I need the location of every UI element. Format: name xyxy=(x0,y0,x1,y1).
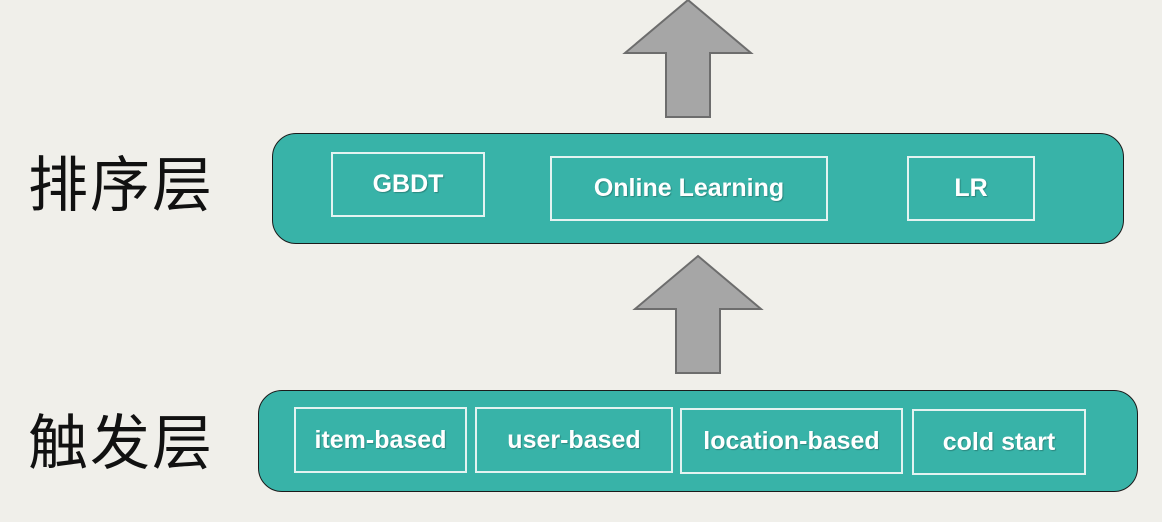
ranking-layer: GBDT Online Learning LR xyxy=(272,133,1124,244)
trigger-item-item-based: item-based xyxy=(294,407,467,473)
trigger-layer: item-based user-based location-based col… xyxy=(258,390,1138,492)
ranking-item-lr: LR xyxy=(907,156,1035,221)
trigger-item-cold-start: cold start xyxy=(912,409,1086,475)
trigger-item-location-based: location-based xyxy=(680,408,903,474)
up-arrow-icon xyxy=(632,254,764,374)
up-arrow-icon xyxy=(622,0,754,118)
ranking-item-gbdt: GBDT xyxy=(331,152,485,217)
ranking-layer-label: 排序层 xyxy=(28,151,214,221)
trigger-layer-label: 触发层 xyxy=(28,409,214,479)
ranking-item-online-learning: Online Learning xyxy=(550,156,828,221)
trigger-item-user-based: user-based xyxy=(475,407,673,473)
